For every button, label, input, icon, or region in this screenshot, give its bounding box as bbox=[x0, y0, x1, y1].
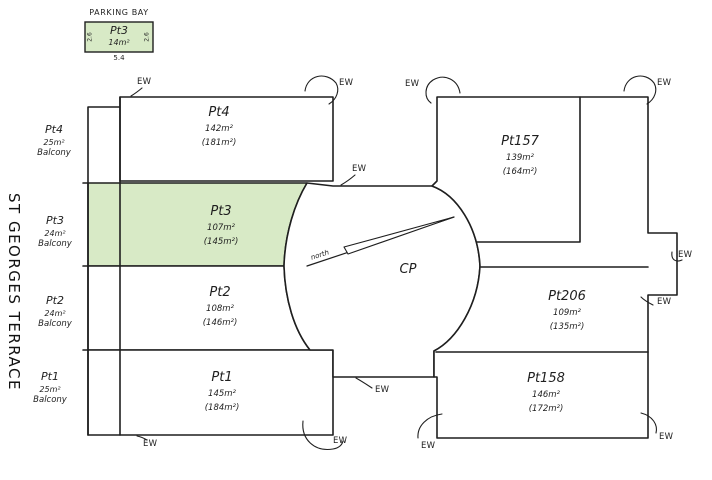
external-wall-label: EW bbox=[352, 164, 367, 174]
balcony-word: Balcony bbox=[33, 395, 67, 405]
balcony-unit: Pt4 bbox=[45, 123, 63, 136]
unit-name: Pt206 bbox=[548, 289, 586, 304]
balcony-unit: Pt3 bbox=[46, 214, 64, 227]
unit-area: 109m² bbox=[553, 308, 581, 318]
external-wall-label: EW bbox=[421, 441, 436, 451]
unit-name: Pt157 bbox=[501, 134, 539, 149]
external-wall-label: EW bbox=[339, 78, 354, 88]
balcony-unit: Pt2 bbox=[46, 294, 64, 307]
unit-area: 107m² bbox=[207, 223, 235, 233]
unit-name: Pt2 bbox=[209, 285, 231, 300]
unit-total-area: (164m²) bbox=[502, 167, 538, 177]
external-wall-label: EW bbox=[143, 439, 158, 449]
external-wall-label: EW bbox=[657, 78, 672, 88]
unit-label-pt206: Pt206 109m² (135m²) bbox=[548, 289, 586, 333]
unit-area: 108m² bbox=[206, 304, 234, 314]
balcony-label-pt2: Pt2 24m² Balcony bbox=[38, 294, 72, 330]
unit-label-pt2: Pt2 108m² (146m²) bbox=[202, 285, 238, 329]
unit-label-pt1: Pt1 145m² (184m²) bbox=[204, 370, 240, 414]
street-name: ST GEORGES TERRACE bbox=[5, 193, 23, 391]
balcony-label-pt4: Pt4 25m² Balcony bbox=[37, 123, 71, 159]
unit-pt2-outline bbox=[87, 265, 311, 351]
unit-label-pt4: Pt4 142m² (181m²) bbox=[201, 105, 237, 149]
balcony-label-pt3: Pt3 24m² Balcony bbox=[38, 214, 72, 250]
external-wall-label: EW bbox=[137, 77, 152, 87]
balcony-word: Balcony bbox=[38, 319, 72, 329]
unit-area: 146m² bbox=[532, 390, 560, 400]
unit-name: Pt158 bbox=[527, 371, 565, 386]
unit-total-area: (146m²) bbox=[202, 318, 238, 328]
unit-pt3-outline-highlighted bbox=[87, 182, 308, 267]
unit-name: Pt4 bbox=[208, 105, 230, 120]
external-wall-label: EW bbox=[405, 79, 420, 89]
unit-total-area: (135m²) bbox=[549, 322, 585, 332]
balcony-area: 25m² bbox=[43, 138, 65, 147]
legend-parking-bay-box bbox=[84, 21, 154, 53]
boundary-ticks bbox=[82, 182, 89, 351]
unit-total-area: (181m²) bbox=[201, 138, 237, 148]
legend-dim-left: 2.6 bbox=[86, 32, 94, 42]
external-wall-label: EW bbox=[659, 432, 674, 442]
balcony-area: 25m² bbox=[39, 385, 61, 394]
legend-dim-bottom: 5.4 bbox=[113, 54, 125, 62]
unit-label-pt157: Pt157 139m² (164m²) bbox=[501, 134, 539, 178]
external-wall-label: EW bbox=[678, 250, 693, 260]
legend-title: PARKING BAY bbox=[89, 8, 149, 17]
legend-unit-area: 14m² bbox=[108, 38, 130, 47]
unit-label-pt3: Pt3 107m² (145m²) bbox=[203, 204, 239, 248]
legend-dim-right: 2.6 bbox=[143, 32, 151, 42]
balcony-label-pt1: Pt1 25m² Balcony bbox=[33, 370, 67, 406]
wall-leader-arcs bbox=[130, 75, 683, 450]
common-property-label: CP bbox=[399, 262, 417, 277]
unit-area: 142m² bbox=[205, 124, 233, 134]
balcony-unit: Pt1 bbox=[41, 370, 59, 383]
unit-label-pt158: Pt158 146m² (172m²) bbox=[527, 371, 565, 415]
balcony-strip-outline bbox=[87, 96, 121, 436]
external-wall-label: EW bbox=[657, 297, 672, 307]
legend-unit-name: Pt3 bbox=[110, 24, 128, 37]
unit-area: 145m² bbox=[208, 389, 236, 399]
unit-total-area: (184m²) bbox=[204, 403, 240, 413]
unit-name: Pt1 bbox=[211, 370, 233, 385]
balcony-area: 24m² bbox=[44, 229, 66, 238]
unit-total-area: (145m²) bbox=[203, 237, 239, 247]
external-wall-label: EW bbox=[333, 436, 348, 446]
unit-name: Pt3 bbox=[210, 204, 232, 219]
unit-area: 139m² bbox=[506, 153, 534, 163]
north-arrow-icon bbox=[306, 216, 455, 267]
balcony-word: Balcony bbox=[38, 239, 72, 249]
balcony-area: 24m² bbox=[44, 309, 66, 318]
right-building-dividers bbox=[435, 96, 649, 353]
balcony-word: Balcony bbox=[37, 148, 71, 158]
external-wall-label: EW bbox=[375, 385, 390, 395]
unit-total-area: (172m²) bbox=[528, 404, 564, 414]
